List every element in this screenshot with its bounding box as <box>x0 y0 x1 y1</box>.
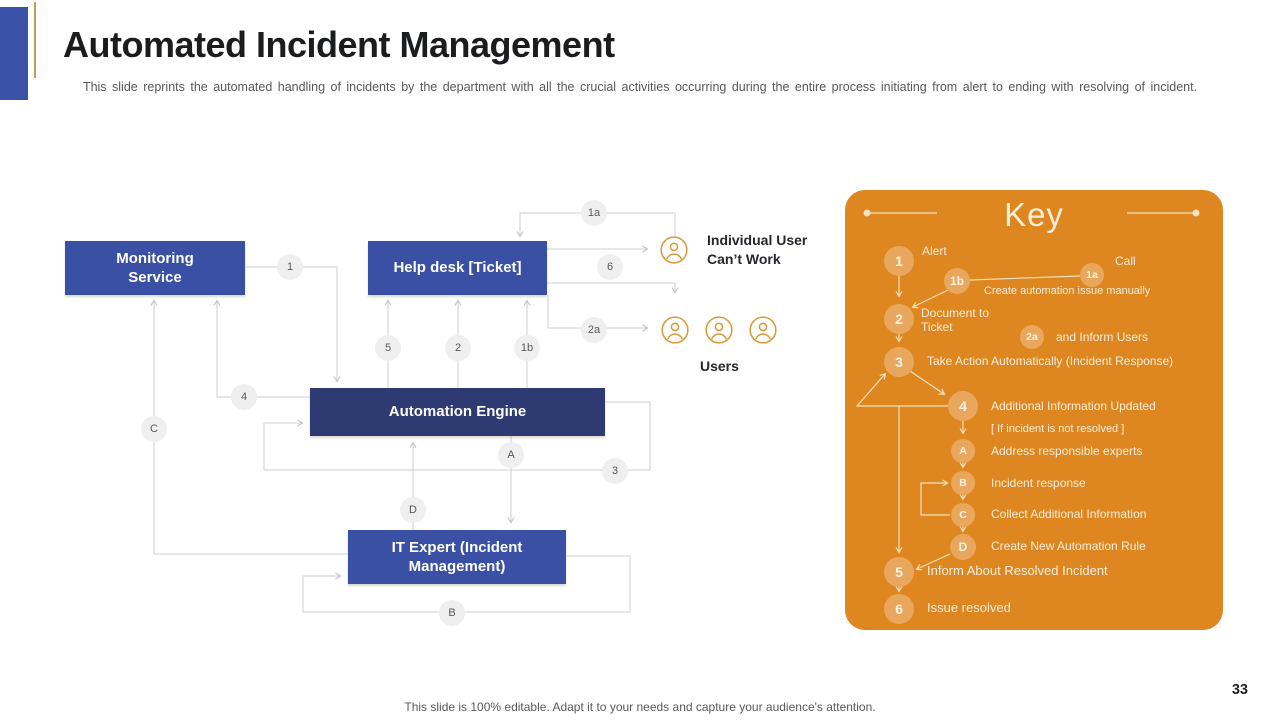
node-label: Help desk [Ticket] <box>393 259 522 277</box>
title-accent-bar <box>0 7 28 100</box>
key-label-document: Document to Ticket <box>921 306 990 334</box>
node-it-expert: IT Expert (Incident Management) <box>348 530 566 584</box>
key-label-take-action: Take Action Automatically (Incident Resp… <box>927 354 1174 368</box>
node-label: Automation Engine <box>388 403 527 421</box>
slide-subtitle: This slide reprints the automated handli… <box>82 80 1198 94</box>
flow-badge-3: 3 <box>602 458 628 484</box>
flow-badge-D: D <box>400 497 426 523</box>
user-icon <box>661 316 689 344</box>
key-badge-2: 2 <box>884 304 914 334</box>
flow-badge-B: B <box>439 600 465 626</box>
key-label-not-resolved-note: [ If incident is not resolved ] <box>991 423 1125 435</box>
flow-badge-4: 4 <box>231 384 257 410</box>
individual-user-line1: Individual User <box>707 232 808 248</box>
key-badge-1: 1 <box>884 246 914 276</box>
key-label-inform-users: and Inform Users <box>1056 330 1149 344</box>
key-label-alert: Alert <box>922 244 947 258</box>
flow-badge-2a: 2a <box>581 317 607 343</box>
key-badge-B: B <box>951 471 975 495</box>
flow-badge-1: 1 <box>277 254 303 280</box>
footer-note: This slide is 100% editable. Adapt it to… <box>404 700 876 714</box>
key-badge-5: 5 <box>884 557 914 587</box>
node-automation-engine: Automation Engine <box>310 388 605 436</box>
key-label-additional-info: Additional Information Updated <box>991 399 1156 413</box>
key-label-incident-response: Incident response <box>991 476 1086 490</box>
key-badge-3: 3 <box>884 347 914 377</box>
key-label-new-rule: Create New Automation Rule <box>991 539 1146 553</box>
title-accent-line <box>34 2 36 78</box>
individual-user-icon <box>660 236 688 264</box>
node-help-desk: Help desk [Ticket] <box>368 241 547 295</box>
key-title: Key <box>1004 196 1064 233</box>
node-label: IT Expert (Incident Management) <box>391 538 523 576</box>
key-badge-A: A <box>951 439 975 463</box>
key-badge-4: 4 <box>948 391 978 421</box>
flow-badge-1a: 1a <box>581 200 607 226</box>
key-badge-2a: 2a <box>1020 325 1044 349</box>
flow-badge-1b: 1b <box>514 335 540 361</box>
key-badge-1a: 1a <box>1080 263 1104 287</box>
flow-badge-5: 5 <box>375 335 401 361</box>
page-number: 33 <box>1231 682 1248 698</box>
users-label: Users <box>700 358 739 374</box>
flow-badge-A: A <box>498 442 524 468</box>
slide-title: Automated Incident Management <box>63 24 615 65</box>
key-label-inform-resolved: Inform About Resolved Incident <box>927 563 1108 578</box>
key-label-call: Call <box>1115 254 1136 268</box>
key-label-collect-info: Collect Additional Information <box>991 507 1147 521</box>
key-badge-6: 6 <box>884 594 914 624</box>
flow-badge-2: 2 <box>445 335 471 361</box>
flow-badge-6: 6 <box>597 254 623 280</box>
individual-user-line2: Can’t Work <box>707 251 781 267</box>
node-label: Monitoring Service <box>116 249 194 287</box>
key-label-issue-resolved: Issue resolved <box>927 600 1011 615</box>
key-badge-1b: 1b <box>944 268 970 294</box>
key-badge-C: C <box>951 503 975 527</box>
key-panel: Key 1 1b 1a 2 2a 3 4 A B C D 5 6 Alert C… <box>845 190 1223 630</box>
key-label-create-issue: Create automation issue manually <box>984 285 1151 297</box>
user-icon <box>705 316 733 344</box>
key-label-address-experts: Address responsible experts <box>991 444 1143 458</box>
individual-user-label: Individual User Can’t Work <box>707 231 807 269</box>
node-monitoring-service: Monitoring Service <box>65 241 245 295</box>
user-icon <box>749 316 777 344</box>
key-badge-D: D <box>950 534 976 560</box>
flow-badge-C: C <box>141 416 167 442</box>
